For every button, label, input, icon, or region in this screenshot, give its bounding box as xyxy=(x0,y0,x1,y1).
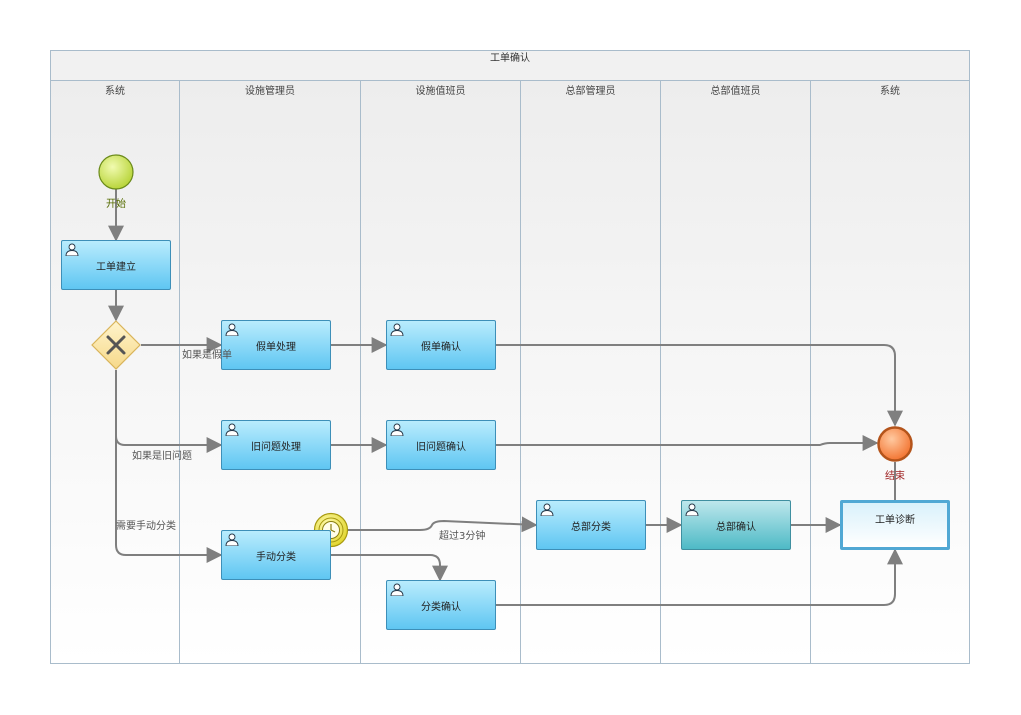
edge-gateway-to-manual xyxy=(115,370,223,563)
edge-manual-to-classifyconfirm xyxy=(331,554,448,582)
edge-label-if-fake: 如果是假单 xyxy=(182,350,232,361)
user-icon xyxy=(685,503,699,516)
user-icon xyxy=(65,243,79,256)
end-label: 结束 xyxy=(885,471,905,482)
task-label: 假单确认 xyxy=(421,341,461,353)
lane-title: 系统 xyxy=(105,86,125,97)
lane-title: 总部管理员 xyxy=(565,86,616,97)
edge-label-timeout: 超过3分钟 xyxy=(439,531,486,542)
lane-hq-duty: 总部值班员 xyxy=(661,81,811,663)
end-event[interactable] xyxy=(876,425,914,463)
task-label: 工单诊断 xyxy=(875,515,915,526)
task-classify-confirm[interactable]: 分类确认 xyxy=(386,580,496,630)
task-manual-classify[interactable]: 手动分类 xyxy=(221,530,331,580)
task-hq-classify[interactable]: 总部分类 xyxy=(536,500,646,550)
user-icon xyxy=(225,423,239,436)
lane-facility-duty: 设施值班员 xyxy=(361,81,521,663)
task-old-confirm[interactable]: 旧问题确认 xyxy=(386,420,496,470)
lane-title: 系统 xyxy=(880,86,900,97)
edge-classifyconfirm-to-diagnosis xyxy=(496,548,903,606)
task-create[interactable]: 工单建立 xyxy=(61,240,171,290)
user-icon xyxy=(390,323,404,336)
lane-title: 设施值班员 xyxy=(415,86,466,97)
task-label: 工单建立 xyxy=(96,261,136,273)
user-icon xyxy=(540,503,554,516)
edge-label-if-old: 如果是旧问题 xyxy=(132,451,192,462)
start-event[interactable] xyxy=(97,153,135,191)
task-label: 假单处理 xyxy=(256,341,296,353)
lane-facility-admin: 设施管理员 xyxy=(180,81,361,663)
edge-gateway-to-old xyxy=(115,370,223,453)
task-fake-handle[interactable]: 假单处理 xyxy=(221,320,331,370)
task-label: 旧问题处理 xyxy=(251,441,301,453)
task-fake-confirm[interactable]: 假单确认 xyxy=(386,320,496,370)
pool: 工单确认 系统 设施管理员 设施值班员 总部管理员 总部值班员 系统 xyxy=(50,50,970,664)
user-icon xyxy=(390,583,404,596)
task-old-handle[interactable]: 旧问题处理 xyxy=(221,420,331,470)
user-icon xyxy=(225,323,239,336)
task-label: 总部确认 xyxy=(716,521,756,533)
user-icon xyxy=(225,533,239,546)
gateway-x-icon xyxy=(106,335,126,355)
lane-hq-admin: 总部管理员 xyxy=(521,81,661,663)
edge-oldconfirm-to-end xyxy=(496,435,879,451)
user-icon xyxy=(390,423,404,436)
edge-timer-to-hqclassify xyxy=(348,516,538,533)
lane-system-1: 系统 xyxy=(51,81,180,663)
start-label: 开始 xyxy=(106,199,126,210)
edge-fakeconfirm-to-end xyxy=(496,344,903,427)
subprocess-diagnosis[interactable]: 工单诊断 xyxy=(840,500,950,550)
lane-title: 设施管理员 xyxy=(245,86,295,97)
task-label: 手动分类 xyxy=(256,551,296,563)
task-label: 旧问题确认 xyxy=(416,441,466,453)
lane-system-2: 系统 xyxy=(811,81,969,663)
exclusive-gateway[interactable] xyxy=(91,320,141,370)
task-hq-confirm[interactable]: 总部确认 xyxy=(681,500,791,550)
pool-title: 工单确认 xyxy=(51,51,969,81)
task-label: 总部分类 xyxy=(571,521,611,533)
lane-title: 总部值班员 xyxy=(710,86,761,97)
task-label: 分类确认 xyxy=(421,601,461,613)
edge-label-need-manual: 需要手动分类 xyxy=(116,521,176,532)
